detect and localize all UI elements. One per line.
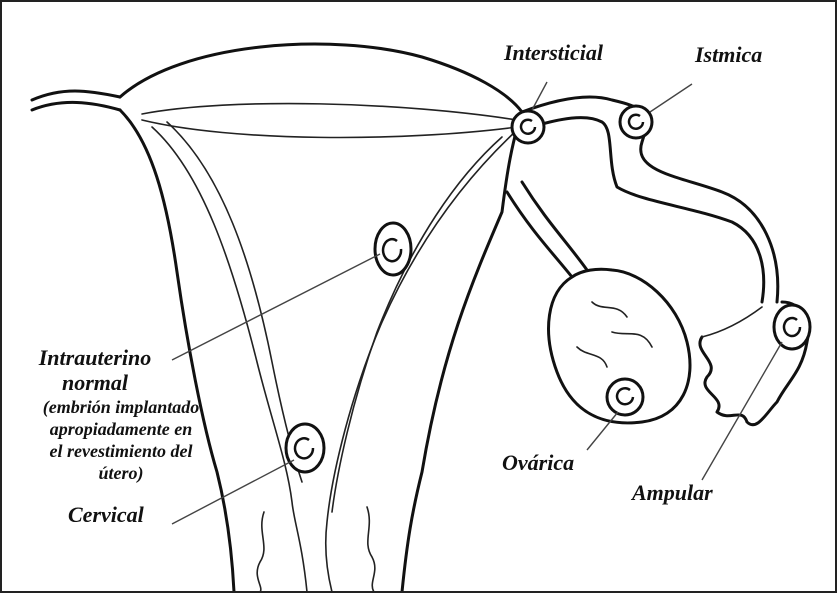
label-ovarica: Ovárica	[502, 450, 574, 476]
embryo-sac-icon	[286, 424, 324, 472]
label-intersticial: Intersticial	[504, 40, 603, 66]
note-line-2: apropiadamente en	[10, 419, 232, 439]
fimbriae-inner	[702, 307, 762, 337]
ovarian-ligament	[507, 182, 587, 277]
uterine-cavity-top	[142, 104, 517, 120]
embryo-sac-icon	[774, 305, 810, 349]
embryo-sac-icon	[512, 111, 544, 143]
leader-intrauterino	[172, 254, 380, 360]
label-ampular: Ampular	[632, 480, 713, 506]
cervix-right-fold	[367, 507, 375, 591]
note-line-1: (embrión implantado	[10, 397, 232, 417]
note-line-3: el revestimiento del	[10, 441, 232, 461]
leader-istmica	[650, 84, 692, 112]
endometrium-right	[326, 130, 517, 591]
endometrium-right-inner	[332, 137, 502, 512]
ovary-texture	[577, 302, 652, 367]
uterine-cavity-bottom	[142, 120, 517, 137]
embryo-sac-icon	[375, 223, 411, 275]
note-line-4: útero)	[10, 463, 232, 483]
uterus-outer-wall	[120, 44, 522, 591]
label-intrauterino: Intrauterino	[25, 345, 165, 371]
left-fallopian-tube-stub	[32, 91, 120, 110]
label-normal: normal	[25, 370, 165, 396]
label-cervical: Cervical	[68, 502, 144, 528]
cervix-left-fold	[257, 512, 264, 591]
right-fallopian-tube-lower	[522, 118, 764, 302]
leader-ovarica	[587, 412, 618, 450]
embryo-sac-icon	[607, 379, 643, 415]
label-istmica: Istmica	[695, 42, 762, 68]
embryo-sac-icon	[620, 106, 652, 138]
